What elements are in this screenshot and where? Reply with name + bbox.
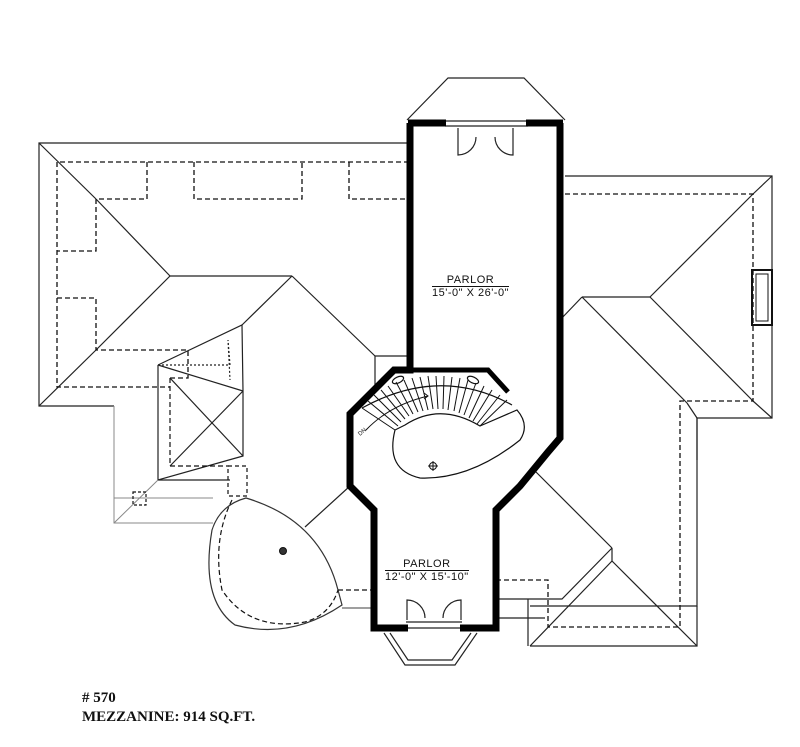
room-label-parlor-lower: PARLOR 12'-0" X 15'-10" <box>385 558 469 583</box>
room-name: PARLOR <box>432 274 509 287</box>
light-fixture-icon <box>428 461 438 471</box>
downspout <box>132 491 147 506</box>
plan-number: # 570 <box>82 690 116 706</box>
room-name: PARLOR <box>385 558 469 571</box>
right-window <box>751 269 773 326</box>
curved-stair <box>361 375 525 479</box>
lower-left-lines <box>113 406 213 524</box>
room-dimensions: 15'-0" X 26'-0" <box>432 287 509 299</box>
left-roof-wall-lines <box>56 161 409 388</box>
right-roof-wall-lines <box>499 193 754 628</box>
top-bay-window <box>406 77 566 156</box>
bottom-bay-window <box>383 599 478 666</box>
area-label: MEZZANINE: 914 SQ.FT. <box>82 709 256 725</box>
turret <box>208 465 372 631</box>
room-dimensions: 12'-0" X 15'-10" <box>385 571 469 583</box>
right-roof <box>499 175 773 647</box>
parlor-walls <box>346 119 564 632</box>
light-fixture-icon <box>279 547 287 555</box>
stair-direction-label: DN <box>357 427 367 437</box>
small-gable-roof <box>157 324 244 481</box>
left-roof <box>38 142 409 407</box>
room-label-parlor-upper: PARLOR 15'-0" X 26'-0" <box>432 274 509 299</box>
stair-enclosure <box>394 357 510 394</box>
plan-caption: # 570 MEZZANINE: 914 SQ.FT. <box>82 689 255 727</box>
